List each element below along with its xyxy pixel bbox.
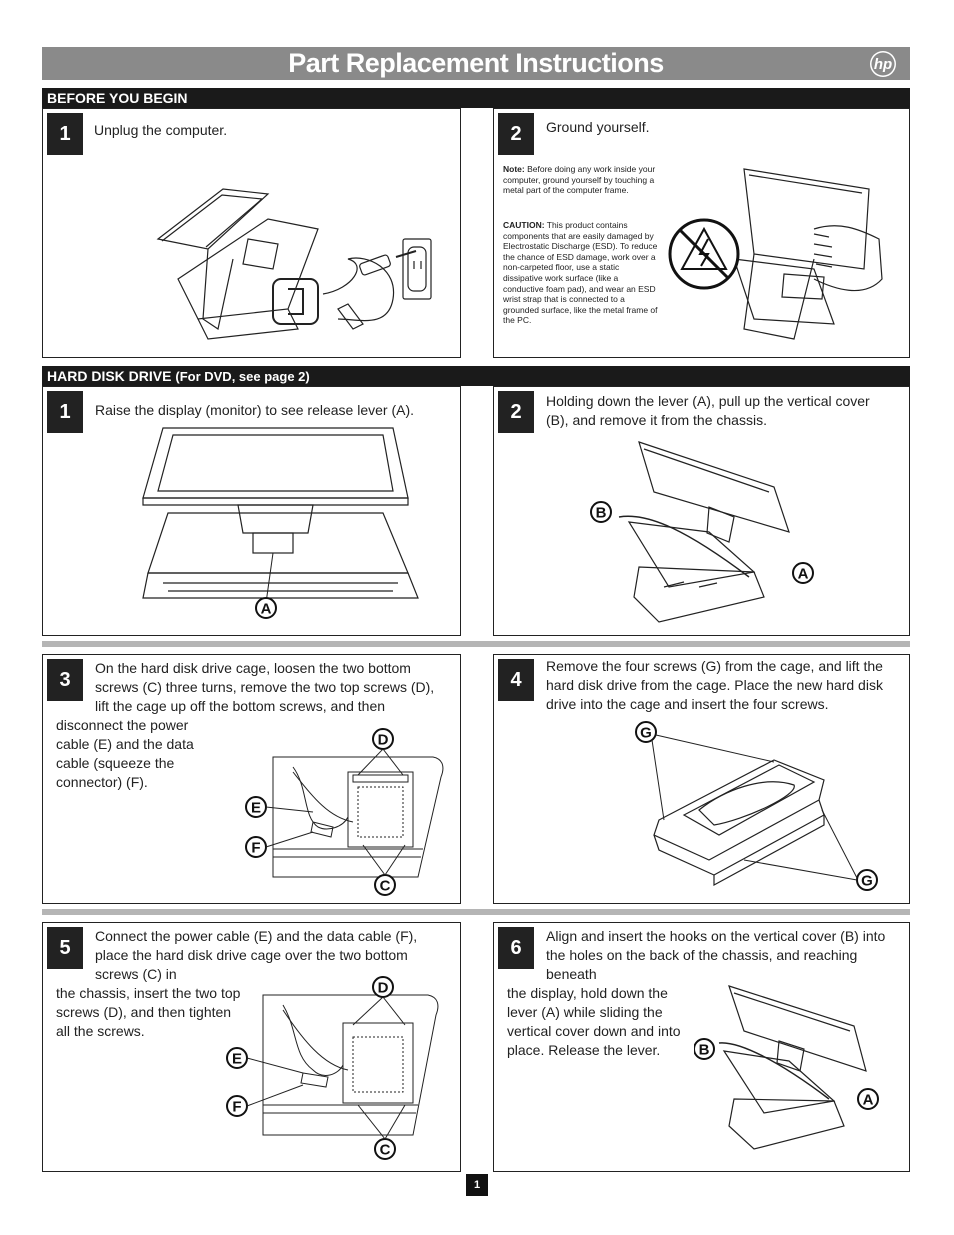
hdd-screws-illustration: G G: [635, 721, 878, 891]
step-number: 6: [498, 927, 534, 969]
raise-display-illustration: A: [142, 427, 419, 619]
step-text: Remove the four screws (G) from the cage…: [546, 658, 883, 712]
separator: [42, 641, 910, 647]
step-text: Unplug the computer.: [94, 122, 228, 138]
step-text-b: the display, hold down the lever (A) whi…: [507, 985, 681, 1058]
svg-text:G: G: [861, 873, 873, 890]
hdd-step-1-panel: 1 Raise the display (monitor) to see rel…: [42, 386, 461, 636]
svg-text:E: E: [232, 1051, 242, 1068]
hdd-cage-reconnect-illustration: D E F C: [226, 976, 439, 1160]
section-title-hdd-note: (For DVD, see page 2): [175, 369, 310, 384]
svg-text:A: A: [261, 601, 272, 618]
caution-text: This product contains components that ar…: [503, 220, 658, 326]
step-text: Raise the display (monitor) to see relea…: [95, 402, 415, 418]
step-text: Ground yourself.: [546, 119, 650, 135]
hdd-step-4-panel: 4 Remove the four screws (G) from the ca…: [493, 654, 910, 904]
step-text-a: On the hard disk drive cage, loosen the …: [95, 660, 435, 714]
svg-text:B: B: [596, 505, 607, 522]
callout-a: A: [857, 1088, 879, 1110]
unplug-illustration: [156, 188, 432, 340]
callout-a: A: [792, 562, 814, 584]
title-bar: Part Replacement Instructions: [42, 47, 910, 80]
step-number: 2: [498, 391, 534, 433]
section-title-hdd-main: HARD DISK DRIVE: [47, 368, 172, 384]
callout-d: D: [372, 976, 394, 998]
esd-warning-icon: [668, 218, 740, 290]
svg-text:F: F: [232, 1099, 241, 1116]
svg-text:hp: hp: [874, 56, 892, 73]
step-text-a: Align and insert the hooks on the vertic…: [546, 928, 886, 982]
separator: [42, 909, 910, 915]
svg-text:E: E: [251, 800, 261, 817]
section-title-before: BEFORE YOU BEGIN: [47, 90, 188, 106]
step-number: 1: [47, 113, 83, 155]
svg-text:A: A: [798, 566, 809, 583]
callout-f: F: [226, 1095, 248, 1117]
svg-text:C: C: [380, 878, 391, 895]
step-number: 5: [47, 927, 83, 969]
ground-yourself-illustration: [668, 168, 883, 340]
before-step-2-panel: 2 Ground yourself. Note: Before doing an…: [493, 108, 910, 358]
step-number: 3: [47, 659, 83, 701]
step-number: 2: [498, 113, 534, 155]
callout-d: D: [372, 728, 394, 750]
svg-text:D: D: [378, 980, 389, 997]
callout-g-2: G: [856, 869, 878, 891]
hdd-cage-disconnect-illustration: D E F C: [245, 728, 444, 896]
reinstall-cover-illustration: B A: [694, 985, 879, 1150]
page-number: 1: [466, 1174, 488, 1196]
caution-label: CAUTION:: [503, 220, 545, 230]
svg-text:G: G: [640, 725, 652, 742]
callout-g: G: [635, 721, 657, 743]
svg-text:C: C: [380, 1142, 391, 1159]
callout-e: E: [245, 796, 267, 818]
svg-text:A: A: [863, 1092, 874, 1109]
note-text: Before doing any work inside your comput…: [503, 164, 656, 196]
callout-b: B: [694, 1038, 715, 1060]
page-title: Part Replacement Instructions: [288, 48, 664, 78]
caution-block: CAUTION: This product contains component…: [503, 220, 661, 326]
section-bar-hdd: HARD DISK DRIVE (For DVD, see page 2): [42, 366, 910, 386]
callout-c: C: [374, 874, 396, 896]
hdd-step-6-panel: 6 Align and insert the hooks on the vert…: [493, 922, 910, 1172]
hdd-step-2-panel: 2 Holding down the lever (A), pull up th…: [493, 386, 910, 636]
step-number: 4: [498, 659, 534, 701]
callout-c: C: [374, 1138, 396, 1160]
step-number: 1: [47, 391, 83, 433]
hdd-step-5-panel: 5 Connect the power cable (E) and the da…: [42, 922, 461, 1172]
step-text-b: disconnect the power cable (E) and the d…: [56, 717, 194, 790]
hp-logo: hp: [857, 49, 909, 79]
before-step-1-panel: 1 Unplug the computer.: [42, 108, 461, 358]
svg-text:F: F: [251, 840, 260, 857]
step-text-b: the chassis, insert the two top screws (…: [56, 985, 241, 1039]
callout-a: A: [255, 597, 277, 619]
callout-f: F: [245, 836, 267, 858]
hdd-step-3-panel: 3 On the hard disk drive cage, loosen th…: [42, 654, 461, 904]
svg-text:B: B: [699, 1042, 710, 1059]
note-label: Note:: [503, 164, 525, 174]
svg-text:D: D: [378, 732, 389, 749]
step-text: Holding down the lever (A), pull up the …: [546, 393, 870, 428]
step-text-a: Connect the power cable (E) and the data…: [95, 928, 418, 982]
remove-cover-illustration: B A: [590, 441, 814, 623]
callout-b: B: [590, 501, 612, 523]
note-block: Note: Before doing any work inside your …: [503, 164, 661, 196]
callout-e: E: [226, 1047, 248, 1069]
section-bar-before: BEFORE YOU BEGIN: [42, 88, 910, 108]
section-title-hdd: HARD DISK DRIVE (For DVD, see page 2): [47, 366, 310, 386]
